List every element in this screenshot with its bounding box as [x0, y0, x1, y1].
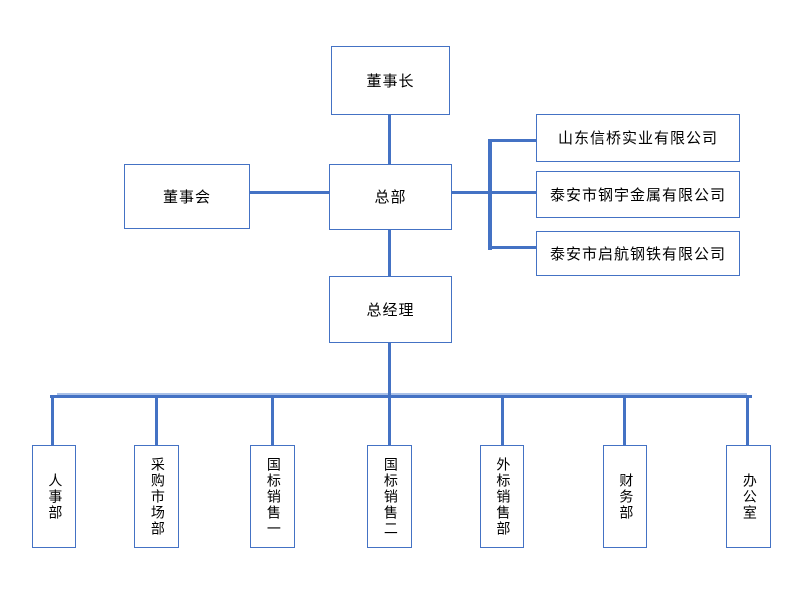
connector-chairman-to-hq	[388, 115, 391, 165]
connector-board-to-hq	[250, 191, 330, 194]
drop-dept-5	[501, 395, 504, 446]
node-board-label: 董事会	[162, 187, 211, 206]
node-subsidiary-1: 山东信桥实业有限公司	[536, 114, 740, 162]
department-rail	[50, 395, 752, 398]
node-dept-procurement-market: 采购市场部	[134, 445, 179, 548]
rail-artifact-line	[57, 393, 747, 395]
bracket-stub-subsidiary-3	[490, 246, 537, 249]
node-dept-foreign-sales: 外标销售部	[480, 445, 524, 548]
bracket-stub-subsidiary-2	[490, 191, 537, 194]
drop-dept-6	[623, 395, 626, 446]
connector-gm-to-rail	[388, 342, 391, 398]
node-general-manager-label: 总经理	[366, 300, 415, 319]
node-subsidiary-3: 泰安市启航钢铁有限公司	[536, 231, 740, 276]
node-chairman-label: 董事长	[366, 71, 415, 90]
drop-dept-4	[388, 395, 391, 446]
node-headquarters: 总部	[329, 164, 452, 230]
node-dept-foreign-sales-label: 外标销售部	[494, 456, 511, 537]
node-dept-office-label: 办公室	[740, 472, 757, 521]
connector-hq-to-bracket	[451, 191, 490, 194]
node-dept-gb-sales-1-label: 国标销售一	[264, 456, 281, 537]
bracket-vertical	[488, 139, 492, 250]
node-dept-hr-label: 人事部	[46, 472, 63, 521]
node-subsidiary-1-label: 山东信桥实业有限公司	[557, 129, 718, 147]
node-dept-office: 办公室	[726, 445, 771, 548]
connector-hq-to-gm	[388, 229, 391, 277]
node-dept-gb-sales-2: 国标销售二	[367, 445, 412, 548]
node-dept-finance: 财务部	[603, 445, 647, 548]
drop-dept-7	[746, 395, 749, 446]
node-headquarters-label: 总部	[374, 188, 407, 206]
node-general-manager: 总经理	[329, 276, 452, 343]
node-dept-finance-label: 财务部	[617, 472, 634, 521]
drop-dept-3	[271, 395, 274, 446]
node-board: 董事会	[124, 164, 250, 229]
drop-dept-2	[155, 395, 158, 446]
node-subsidiary-2-label: 泰安市钢宇金属有限公司	[549, 185, 726, 204]
node-chairman: 董事长	[331, 46, 450, 115]
drop-dept-1	[51, 395, 54, 446]
node-subsidiary-2: 泰安市钢宇金属有限公司	[536, 171, 740, 218]
bracket-stub-subsidiary-1	[490, 139, 537, 142]
node-dept-procurement-market-label: 采购市场部	[148, 456, 165, 537]
node-subsidiary-3-label: 泰安市启航钢铁有限公司	[549, 244, 726, 263]
node-dept-gb-sales-2-label: 国标销售二	[381, 456, 398, 537]
node-dept-gb-sales-1: 国标销售一	[250, 445, 295, 548]
node-dept-hr: 人事部	[32, 445, 76, 548]
